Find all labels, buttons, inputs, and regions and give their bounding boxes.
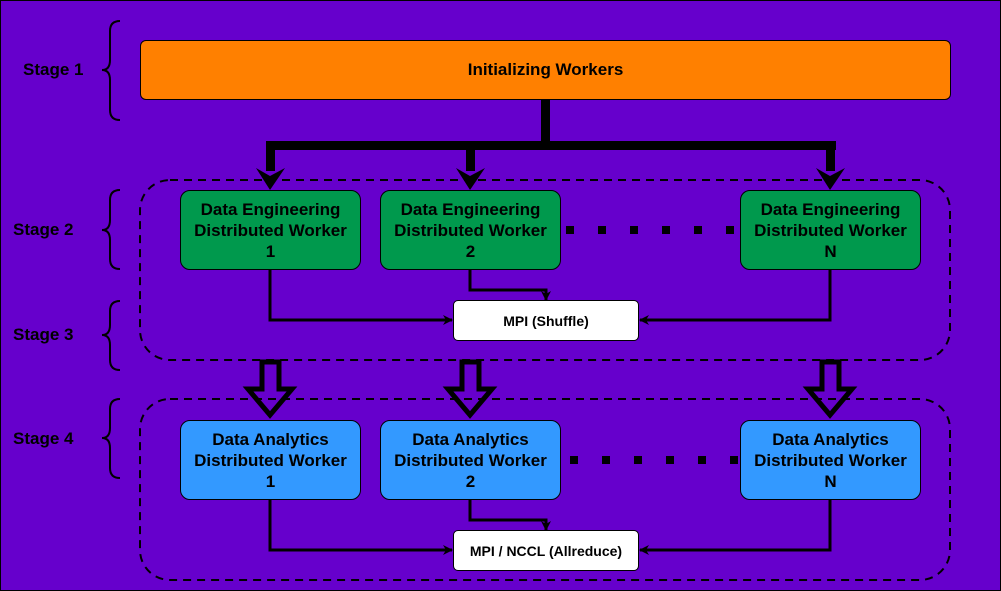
engineering-worker-1: Data Engineering Distributed Worker 1 [180, 190, 361, 270]
analytics-ellipsis-dots [570, 456, 738, 464]
analytics-worker-n: Data Analytics Distributed Worker N [740, 420, 921, 500]
worker-subtitle: Distributed Worker [754, 450, 907, 470]
stage-4-label: Stage 4 [13, 429, 74, 448]
worker-subtitle: Distributed Worker [194, 220, 347, 240]
stage-1-label: Stage 1 [23, 60, 84, 79]
stage-1-brace [101, 20, 121, 121]
worker-title: Data Analytics [412, 429, 529, 449]
engineering-ellipsis-dots [566, 226, 734, 234]
engineering-worker-n: Data Engineering Distributed Worker N [740, 190, 921, 270]
mpi-shuffle-label: MPI (Shuffle) [503, 312, 589, 329]
worker-subtitle: Distributed Worker [394, 450, 547, 470]
worker-index: N [824, 241, 837, 261]
mpi-allreduce-label: MPI / NCCL (Allreduce) [469, 542, 623, 559]
analytics-worker-2: Data Analytics Distributed Worker 2 [380, 420, 561, 500]
init-distribution-arrows [256, 99, 845, 190]
worker-title: Data Engineering [200, 199, 341, 219]
stage-2-label: Stage 2 [13, 220, 74, 239]
stage-4-group [139, 398, 951, 581]
worker-title: Data Engineering [760, 199, 901, 219]
initializing-workers-box: Initializing Workers [140, 40, 951, 100]
stage-transition-arrows [242, 359, 858, 419]
stage-2-3-group [139, 179, 951, 361]
stage-2-brace [101, 189, 121, 270]
analytics-worker-1: Data Analytics Distributed Worker 1 [180, 420, 361, 500]
worker-title: Data Analytics [212, 429, 329, 449]
worker-index: 2 [465, 241, 476, 261]
stage-3-brace [101, 300, 121, 371]
worker-subtitle: Distributed Worker [754, 220, 907, 240]
mpi-allreduce-box: MPI / NCCL (Allreduce) [453, 530, 639, 571]
worker-index: 1 [265, 471, 276, 491]
stage-3-label: Stage 3 [13, 325, 74, 344]
worker-index: 2 [465, 471, 476, 491]
worker-subtitle: Distributed Worker [194, 450, 347, 470]
engineering-worker-2: Data Engineering Distributed Worker 2 [380, 190, 561, 270]
initializing-workers-label: Initializing Workers [467, 60, 624, 79]
worker-index: 1 [265, 241, 276, 261]
mpi-shuffle-box: MPI (Shuffle) [453, 300, 639, 341]
shuffle-connectors [268, 270, 832, 325]
allreduce-connectors [268, 500, 832, 555]
worker-title: Data Analytics [772, 429, 889, 449]
stage-4-brace [101, 398, 121, 479]
worker-title: Data Engineering [400, 199, 541, 219]
worker-subtitle: Distributed Worker [394, 220, 547, 240]
worker-index: N [824, 471, 837, 491]
